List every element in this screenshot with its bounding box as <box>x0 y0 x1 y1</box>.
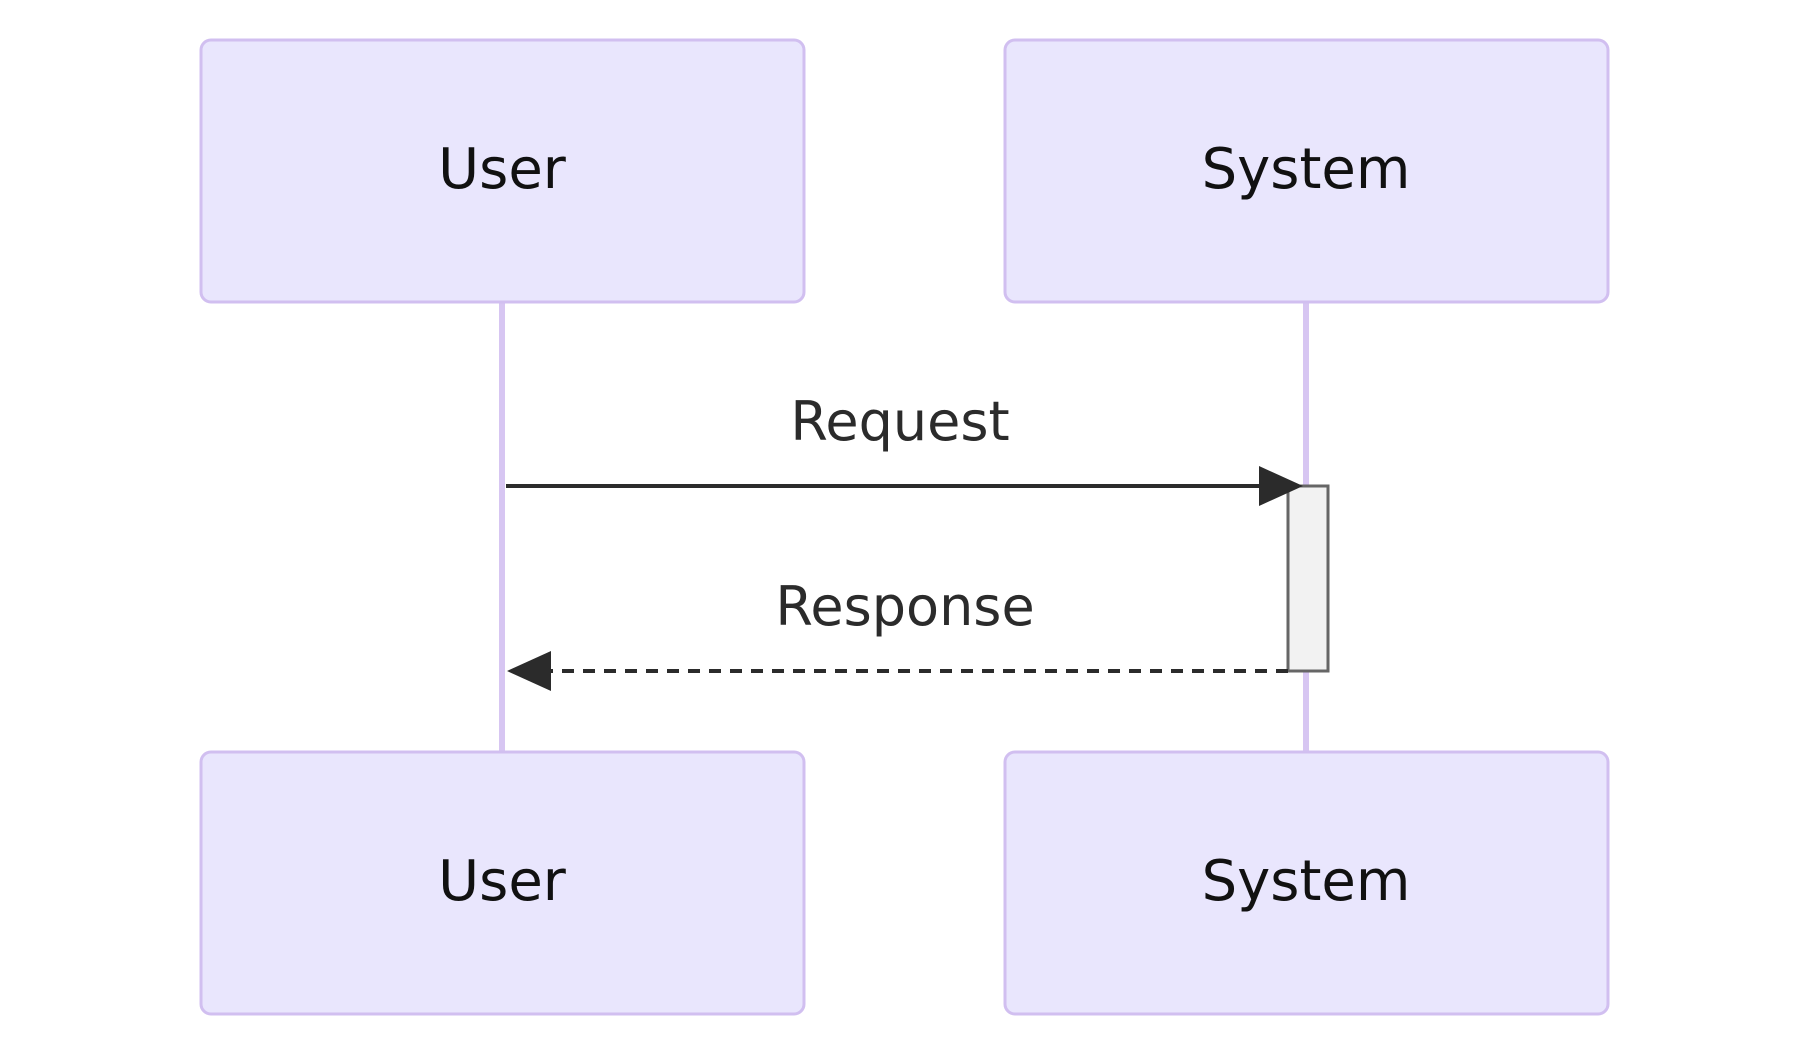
actor-top-system[interactable]: System <box>1003 38 1610 304</box>
actor-bottom-system-box <box>1003 750 1610 1016</box>
message-response-label: Response <box>775 575 1034 638</box>
actor-top-user[interactable]: User <box>199 38 806 304</box>
actor-top-user-box <box>199 38 806 304</box>
message-request-arrowhead <box>1259 466 1303 506</box>
actor-bottom-system-label: System <box>1202 849 1411 914</box>
actor-bottom-user[interactable]: User <box>199 750 806 1016</box>
actor-bottom-user-box <box>199 750 806 1016</box>
actor-bottom-user-label: User <box>438 849 567 914</box>
actor-top-system-label: System <box>1202 137 1411 202</box>
actor-top-system-box <box>1003 38 1610 304</box>
message-request[interactable]: Request <box>506 390 1303 506</box>
message-request-label: Request <box>790 390 1009 453</box>
system-activation-bar <box>1286 484 1330 673</box>
message-response-arrowhead <box>507 651 551 691</box>
actor-top-user-label: User <box>438 137 567 202</box>
message-response[interactable]: Response <box>507 575 1288 691</box>
actor-bottom-system[interactable]: System <box>1003 750 1610 1016</box>
